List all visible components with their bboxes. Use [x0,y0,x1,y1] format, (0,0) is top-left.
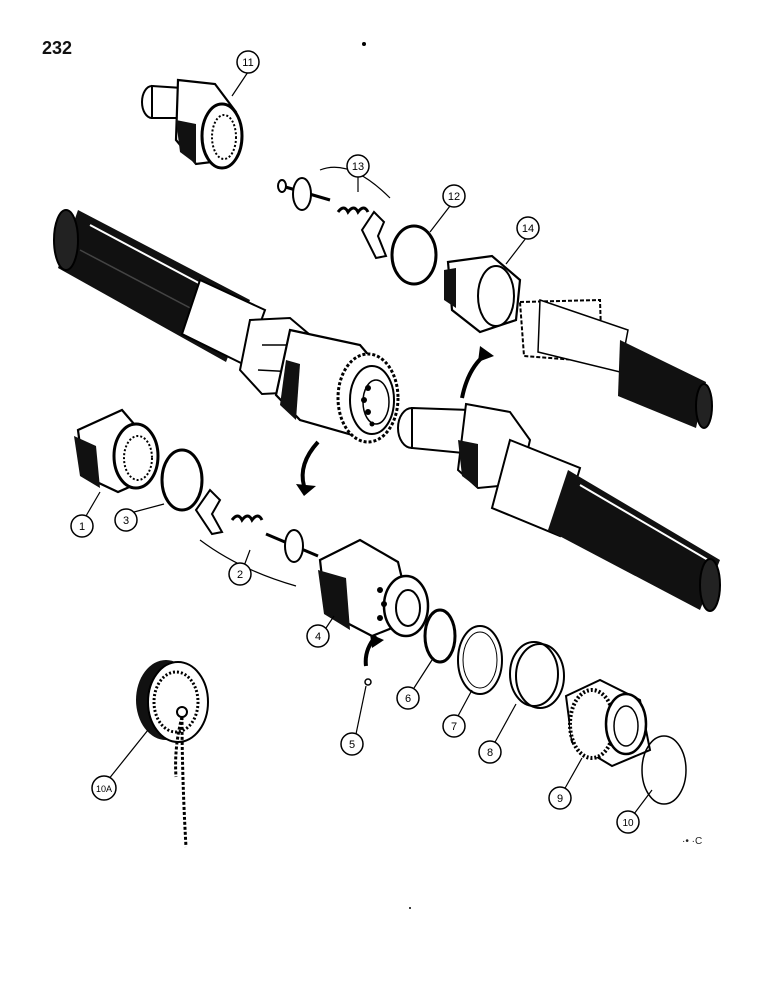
svg-text:1: 1 [79,521,85,533]
part-8-spring [509,641,565,709]
part-1-nut [74,408,160,494]
callout-4: 4 [306,624,330,648]
svg-text:10: 10 [622,818,634,829]
callout-14: 14 [516,216,540,240]
part-5-ball [364,678,372,686]
callout-1: 1 [70,514,94,538]
lower-hose [397,402,721,612]
leader-lines [85,71,653,815]
print-speck [362,42,366,46]
callout-8: 8 [478,740,502,764]
part-4-coupler-body [318,538,430,638]
part-2-valve-kit [194,488,319,587]
svg-text:12: 12 [448,191,460,203]
callout-3: 3 [114,508,138,532]
svg-text:11: 11 [242,57,253,69]
callout-11: 11 [236,50,260,74]
upper-hose [53,209,400,444]
callout-12: 12 [442,184,466,208]
callout-9: 9 [548,786,572,810]
svg-text:13: 13 [352,161,364,173]
arrow-down [300,440,320,487]
svg-text:6: 6 [405,693,411,705]
svg-text:2: 2 [237,569,243,581]
svg-text:14: 14 [522,223,534,235]
part-11-adapter [141,78,244,170]
part-3-o-ring [160,448,204,512]
part-10a-dust-cap [136,660,209,848]
callout-6: 6 [396,686,420,710]
svg-text:3: 3 [123,515,129,527]
part-7-backup-ring [457,625,503,695]
arrow-up-right [460,352,488,399]
part-12-o-ring [390,224,438,286]
part-9-sleeve [564,678,652,768]
svg-text:4: 4 [315,631,321,643]
callout-2: 2 [228,562,252,586]
print-speck [409,907,411,909]
callout-5: 5 [340,732,364,756]
svg-text:7: 7 [451,721,457,733]
page-number: 232 [42,38,73,58]
part-13-valve-kit [277,166,391,260]
callout-7: 7 [442,714,466,738]
callout-13: 13 [346,154,370,178]
svg-text:9: 9 [557,793,563,805]
part-10-retaining-ring [641,735,687,805]
svg-text:5: 5 [349,739,355,751]
svg-text:8: 8 [487,747,493,759]
callout-10: 10 [616,810,640,834]
illustration-code: ·• ·C [682,836,703,847]
svg-text:10A: 10A [96,784,112,794]
part-6-o-ring [423,608,457,664]
callout-10a: 10A [91,775,117,801]
part-14-adapter [444,254,713,429]
